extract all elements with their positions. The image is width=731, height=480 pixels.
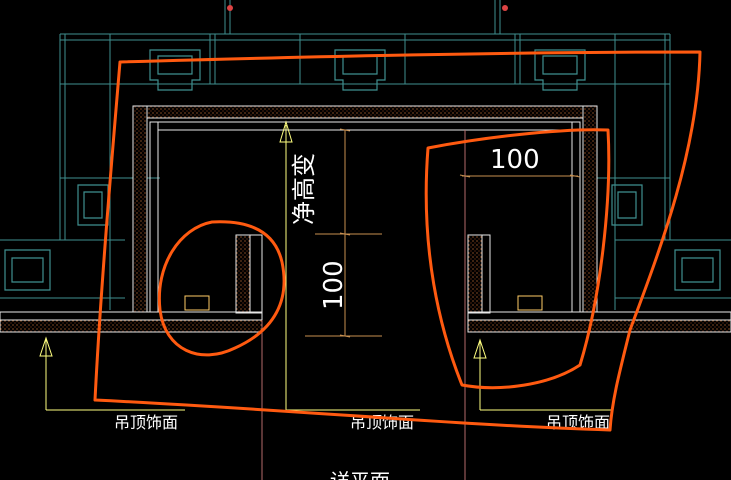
top-markers (227, 5, 508, 11)
ceiling-label-left: 吊顶饰面 (114, 413, 178, 432)
markup-annotations (93, 50, 702, 432)
level-arrows (39, 120, 612, 411)
clear-height-note: 净高变 (290, 153, 318, 225)
curtain-wall-frame (0, 0, 731, 310)
dimension-lines (305, 128, 581, 338)
dimension-horizontal: 100 (490, 145, 540, 175)
section-cut-label: 详平面 (330, 469, 390, 480)
dimension-vertical: 100 (319, 260, 349, 310)
mullion-profiles (4, 49, 721, 291)
ceiling-box-section (0, 105, 731, 333)
